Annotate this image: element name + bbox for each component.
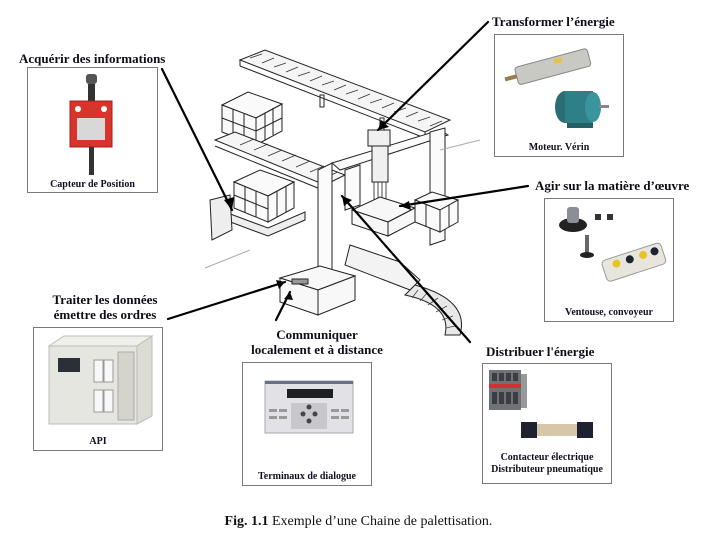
- arrowhead-process: [276, 280, 285, 289]
- component-caption-contactor-valve: Contacteur électrique Distributeur pneum…: [483, 452, 611, 476]
- output-conveyor: [344, 244, 462, 336]
- component-caption-valve: Distributeur pneumatique: [491, 464, 603, 475]
- component-box-hmi-terminal: Terminaux de dialogue: [242, 362, 372, 486]
- figure-caption: Fig. 1.1 Exemple d’une Chaine de paletti…: [0, 514, 717, 530]
- function-label-act: Agir sur la matière d’œuvre: [535, 178, 690, 193]
- component-box-position-sensor: Capteur de Position: [27, 67, 158, 193]
- arrow-acquire: [160, 67, 234, 212]
- component-caption-position-sensor: Capteur de Position: [50, 179, 135, 190]
- function-label-communicate: Communiquer localement et à distance: [232, 327, 402, 357]
- arrow-transform: [376, 20, 490, 132]
- suction-conveyor-icon: [559, 207, 667, 282]
- arrowhead-distribute: [342, 196, 352, 206]
- component-box-suction-conveyor: Ventouse, convoyeur: [544, 198, 674, 322]
- component-caption-contactor: Contacteur électrique: [500, 452, 594, 463]
- component-box-motor-cylinder: Moteur. Vérin: [494, 34, 624, 157]
- component-caption-suction-conveyor: Ventouse, convoyeur: [565, 307, 653, 318]
- function-label-distribute: Distribuer l'énergie: [486, 344, 595, 359]
- arrowheads: [224, 120, 411, 300]
- box-stack-lower: [209, 169, 306, 241]
- arrowhead-transform: [378, 120, 389, 130]
- arrowhead-acquire: [224, 197, 234, 210]
- center-pallet: [350, 196, 417, 237]
- arrowhead-communicate: [284, 292, 293, 300]
- component-box-plc: API: [33, 327, 163, 451]
- component-caption-hmi-terminal: Terminaux de dialogue: [258, 471, 356, 482]
- function-label-communicate-line2: localement et à distance: [251, 342, 383, 357]
- function-label-process: Traiter les données émettre des ordres: [40, 292, 170, 322]
- arrow-distribute: [340, 194, 472, 344]
- arrow-act: [398, 184, 530, 208]
- robot-head: [367, 129, 391, 202]
- arrows: [160, 20, 530, 344]
- component-box-contactor-valve: Contacteur électrique Distributeur pneum…: [482, 363, 612, 484]
- palletizing-machine-drawing: [204, 49, 481, 336]
- component-caption-motor-cylinder: Moteur. Vérin: [528, 142, 590, 153]
- function-label-communicate-line1: Communiquer: [276, 327, 358, 342]
- arrowhead-act: [400, 201, 411, 210]
- plc-icon: [47, 335, 154, 425]
- function-label-transform: Transformer l’énergie: [492, 14, 615, 29]
- arrow-process: [166, 280, 287, 321]
- component-caption-plc: API: [89, 436, 107, 447]
- function-label-acquire: Acquérir des informations: [19, 51, 166, 66]
- contactor-valve-icon: [489, 370, 593, 438]
- box-stack-right: [413, 191, 460, 233]
- function-label-process-line1: Traiter les données: [52, 292, 158, 307]
- control-console: [278, 265, 357, 316]
- position-sensor-icon: [69, 74, 113, 175]
- function-label-process-line2: émettre des ordres: [53, 307, 157, 322]
- motor-cylinder-icon: [504, 48, 609, 128]
- figure-caption-text: Exemple d’une Chaine de palettisation.: [268, 514, 493, 529]
- figure-number: Fig. 1.1: [224, 514, 269, 529]
- hmi-terminal-icon: [264, 380, 354, 434]
